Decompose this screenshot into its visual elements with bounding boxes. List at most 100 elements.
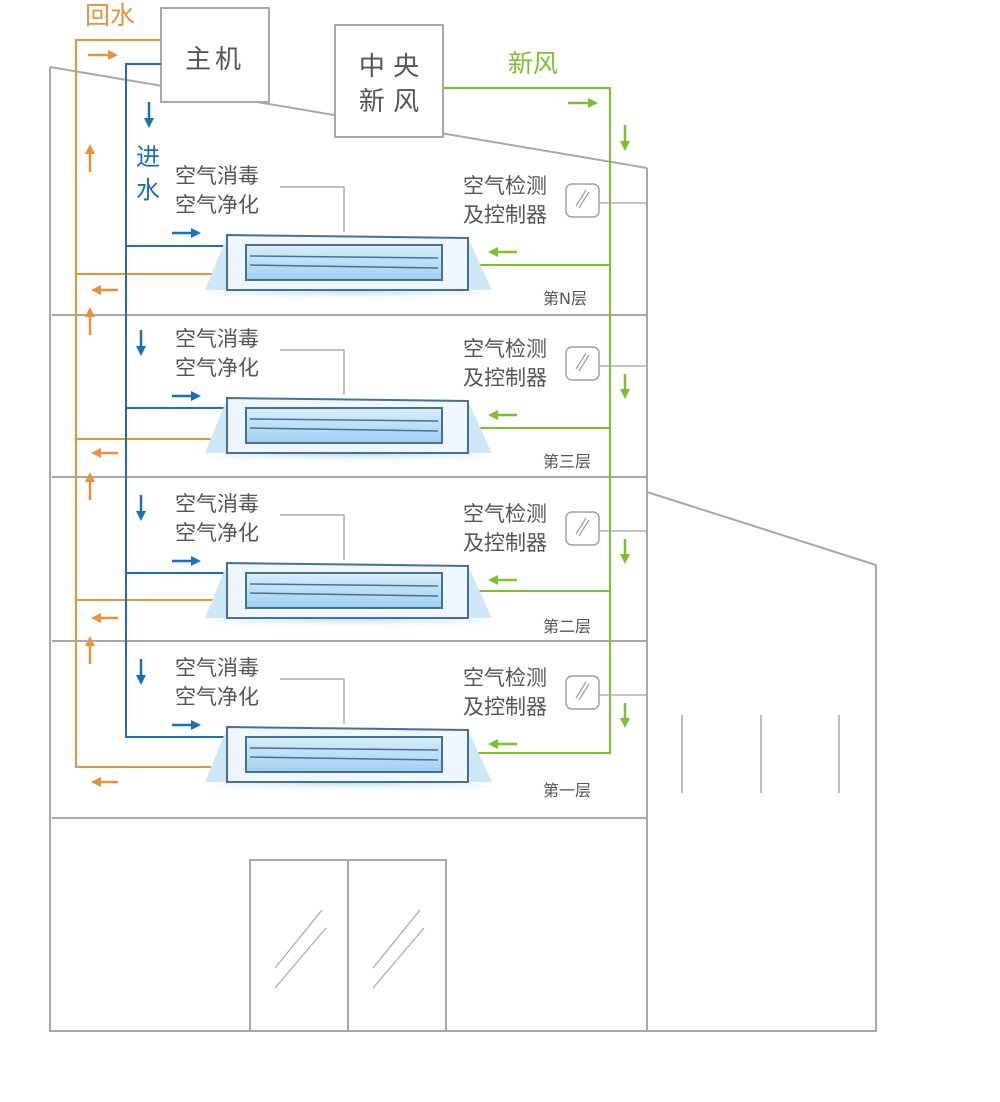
return-water-pipe [75,39,226,768]
detector-mark [575,681,587,699]
airflow-glow [170,453,530,469]
leader-line [280,678,345,724]
fresh-air-duct [443,87,611,754]
air-detector-icon [565,675,600,710]
leader-line [280,514,345,560]
fresh-air-down-arrow-head [620,554,630,564]
supply-water-pipe [125,63,226,738]
return-arrow-head [91,285,101,295]
disinfect-label: 空气消毒 [175,164,259,188]
fresh-air-label: 新风 [508,49,558,78]
supply-water-label-2: 水 [136,176,160,204]
host-unit-label: 主机 [185,45,245,75]
return-up-arrow-head [85,472,95,482]
airflow-side-left [205,399,227,453]
airflow-side-right [468,238,492,290]
central-fresh-air-unit: 中 央 新 风 [334,24,444,138]
detector-mark [575,189,587,207]
indoor-unit-grille [245,244,443,281]
airflow-side-left [205,728,227,782]
central-label-line1: 中 央 [359,52,419,82]
host-unit: 主机 [160,7,270,103]
floors-layer: 空气消毒空气净化空气检测及控制器第N层空气消毒空气净化空气检测及控制器第三层空气… [85,144,646,800]
leader-line [280,349,345,395]
floor-name-label: 第三层 [543,452,591,471]
detect-label: 空气检测 [463,337,547,361]
supply-arrow-head [191,720,201,730]
top-flow-arrows [88,50,630,151]
grille-line [249,255,439,259]
purify-label: 空气净化 [175,356,259,380]
grille-line [249,583,439,587]
detector-mark [578,683,590,701]
detector-mark [578,519,590,537]
return-arrow-head [91,613,101,623]
return-water-label: 回水 [85,1,135,30]
controller-label: 及控制器 [463,203,547,227]
supply-down-arrow-head [136,675,146,685]
grille-line [249,427,439,432]
fresh-air-arrow-head [488,247,498,257]
airflow-side-left [205,564,227,618]
supply-water-label-1: 进 [136,143,160,171]
building-outline [49,66,877,1032]
disinfect-label: 空气消毒 [175,492,259,516]
return-up-arrow-head [85,636,95,646]
purify-label: 空气净化 [175,521,259,545]
grille-line [249,418,439,422]
controller-label: 及控制器 [463,531,547,555]
airflow-side-right [468,401,492,453]
floor-group [85,144,646,306]
air-detector-icon [565,346,600,381]
fresh-air-down-arrow-head [620,389,630,399]
floor-name-label: 第N层 [543,289,587,308]
purify-label: 空气净化 [175,193,259,217]
return-up-arrow-head [85,307,95,317]
detect-label: 空气检测 [463,502,547,526]
disinfect-label: 空气消毒 [175,327,259,351]
floor-name-label: 第二层 [543,617,591,636]
detector-mark [575,517,587,535]
detector-mark [575,352,587,370]
disinfect-label: 空气消毒 [175,656,259,680]
detect-label: 空气检测 [463,174,547,198]
airflow-glow [170,290,530,306]
controller-label: 及控制器 [463,695,547,719]
supply-down-arrow-head [136,511,146,521]
floor-group [85,307,646,469]
air-detector-icon [565,183,600,218]
purify-label: 空气净化 [175,685,259,709]
supply-arrow-head [191,228,201,238]
airflow-glow [170,618,530,634]
controller-label: 及控制器 [463,366,547,390]
central-label-line2: 新 风 [359,87,419,117]
return-up-arrow-head [85,144,95,154]
indoor-unit-grille [245,407,443,444]
floor-group [85,636,646,798]
grille-line [249,756,439,761]
detect-label: 空气检测 [463,666,547,690]
supply-down-arrow-head [136,346,146,356]
indoor-unit-grille [245,736,443,773]
return-arrow-head [91,448,101,458]
return-arrow-head [91,777,101,787]
detector-mark [578,354,590,372]
fresh-air-down-arrow-head [620,718,630,728]
indoor-unit-grille [245,572,443,609]
airflow-side-right [468,730,492,782]
fresh-air-arrow-head [488,410,498,420]
airflow-glow [170,782,530,798]
grille-line [249,592,439,597]
entrance-door [249,859,447,1032]
fresh-air-arrow-head [488,739,498,749]
grille-line [249,747,439,751]
supply-arrow-head [191,556,201,566]
fresh-air-arrow-head [488,575,498,585]
floor-group [85,472,646,634]
air-detector-icon [565,511,600,546]
floor-name-label: 第一层 [543,781,591,800]
supply-arrow-head [191,391,201,401]
leader-line [280,186,345,232]
airflow-side-right [468,566,492,618]
